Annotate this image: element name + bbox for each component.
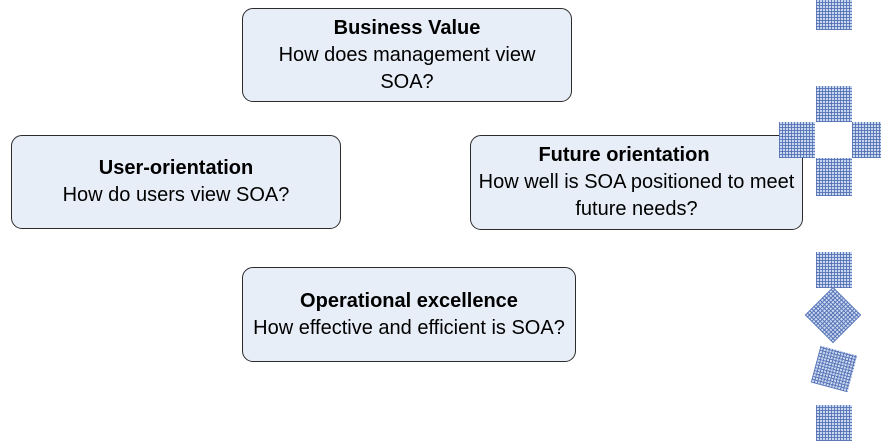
decorative-grid-square bbox=[816, 158, 852, 196]
business-value-title: Business Value bbox=[333, 16, 481, 39]
user-orientation-title: User-orientation bbox=[98, 157, 254, 179]
decorative-grid-square bbox=[816, 405, 852, 441]
operational-excellence-question: How effective and efficient is SOA? bbox=[253, 316, 565, 339]
decorative-grid-square bbox=[816, 0, 852, 30]
decorative-grid-square bbox=[816, 252, 852, 288]
future-orientation-box: Future orientation How well is SOA posit… bbox=[470, 135, 803, 230]
decorative-grid-tilted-square bbox=[810, 345, 858, 393]
user-orientation-question: How do users view SOA? bbox=[62, 184, 290, 206]
decorative-grid-square bbox=[852, 122, 881, 158]
future-orientation-question: How well is SOA positioned to meet futur… bbox=[478, 171, 795, 220]
operational-excellence-box: Operational excellence How effective and… bbox=[242, 267, 576, 362]
decorative-grid-diamond bbox=[804, 286, 862, 344]
decorative-grid-square bbox=[779, 122, 815, 158]
operational-excellence-title: Operational excellence bbox=[300, 289, 518, 312]
business-value-question: How does management view SOA? bbox=[278, 43, 536, 93]
future-orientation-title: Future orientation bbox=[538, 144, 710, 166]
decorative-grid-square bbox=[816, 86, 852, 122]
user-orientation-box: User-orientation How do users view SOA? bbox=[11, 135, 341, 229]
business-value-box: Business Value How does management view … bbox=[242, 8, 572, 102]
